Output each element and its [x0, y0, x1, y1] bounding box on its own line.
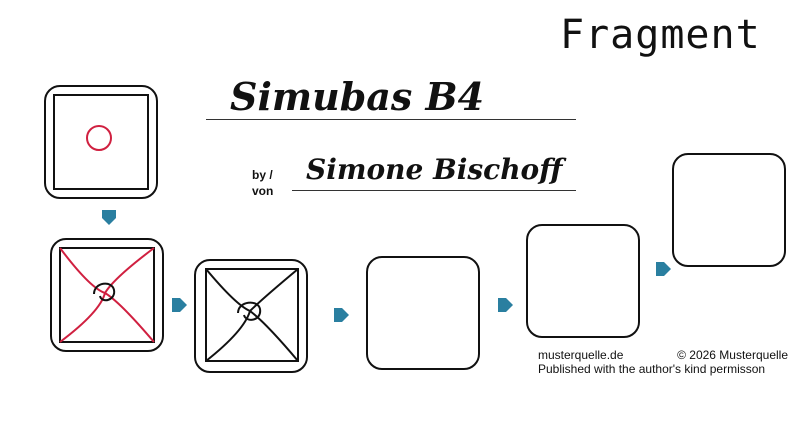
pattern-title: Simubas B4	[230, 74, 485, 119]
step-3-drawing	[204, 267, 299, 362]
step-2-drawing	[58, 246, 155, 343]
step-2-tile	[50, 238, 164, 352]
title-underline	[206, 119, 576, 120]
arrow-right-icon-1	[172, 298, 187, 312]
author-name: Simone Bischoff	[306, 153, 563, 186]
arrow-right-icon-2	[334, 308, 349, 322]
step-3-tile	[194, 259, 308, 373]
step-1-drawing	[52, 93, 149, 190]
fragment-label: Fragment	[560, 12, 761, 58]
step-4-tile	[366, 256, 480, 370]
step-6-tile	[672, 153, 786, 267]
footer: musterquelle.de © 2026 Musterquelle Publ…	[538, 348, 788, 376]
by-label: by / von	[252, 167, 273, 199]
arrow-right-icon-3	[498, 298, 513, 312]
arrow-down-icon	[102, 210, 116, 225]
by-label-line1: by /	[252, 168, 273, 182]
footer-copyright: © 2026 Musterquelle	[677, 348, 788, 362]
step-1-tile	[44, 85, 158, 199]
footer-site: musterquelle.de	[538, 348, 624, 362]
footer-permission: Published with the author's kind permiss…	[538, 362, 766, 376]
step-5-tile	[526, 224, 640, 338]
author-underline	[292, 190, 576, 191]
by-label-line2: von	[252, 184, 274, 198]
arrow-right-icon-4	[656, 262, 671, 276]
